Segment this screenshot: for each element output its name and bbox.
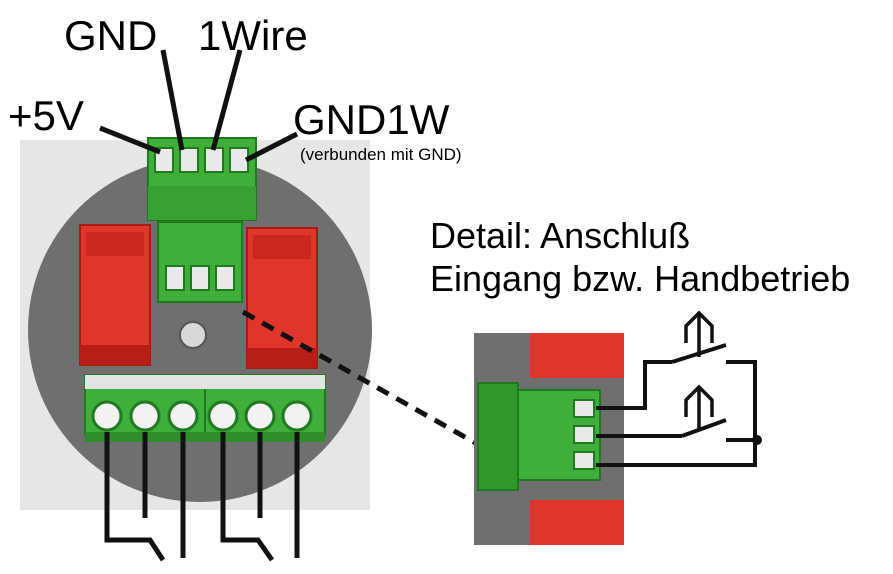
relay-left: [79, 224, 151, 366]
mounting-hole: [179, 321, 207, 349]
label-gnd1w-note: (verbunden mit GND): [300, 145, 462, 164]
label-gnd: GND: [64, 12, 157, 59]
leader-1wire: [210, 49, 243, 151]
detail-inset: [474, 333, 624, 545]
main-board: [20, 137, 372, 510]
terminal-block-top: [147, 137, 257, 221]
label-1wire: 1Wire: [198, 12, 308, 59]
switch-actuator-bottom-icon: [684, 384, 714, 430]
leader-lines: [99, 49, 299, 163]
terminal-block-middle: [157, 221, 243, 303]
terminal-block-bottom: [84, 374, 326, 442]
switch-actuator-top-icon: [684, 310, 714, 357]
detail-title-line1: Detail: Anschluß: [430, 215, 690, 256]
output-wiring-left: [104, 432, 186, 562]
detail-wiring: [596, 343, 760, 467]
leader-plus5v: [99, 125, 161, 155]
junction-dot: [752, 435, 762, 445]
leader-gnd1w: [244, 131, 299, 163]
detail-title-line2: Eingang bzw. Handbetrieb: [430, 258, 850, 299]
leader-gnd: [160, 49, 185, 151]
label-plus5v: +5V: [8, 92, 84, 139]
output-wiring-right: [220, 432, 300, 562]
detail-callout-line: [241, 309, 490, 453]
label-gnd1w: GND1W: [293, 96, 450, 143]
